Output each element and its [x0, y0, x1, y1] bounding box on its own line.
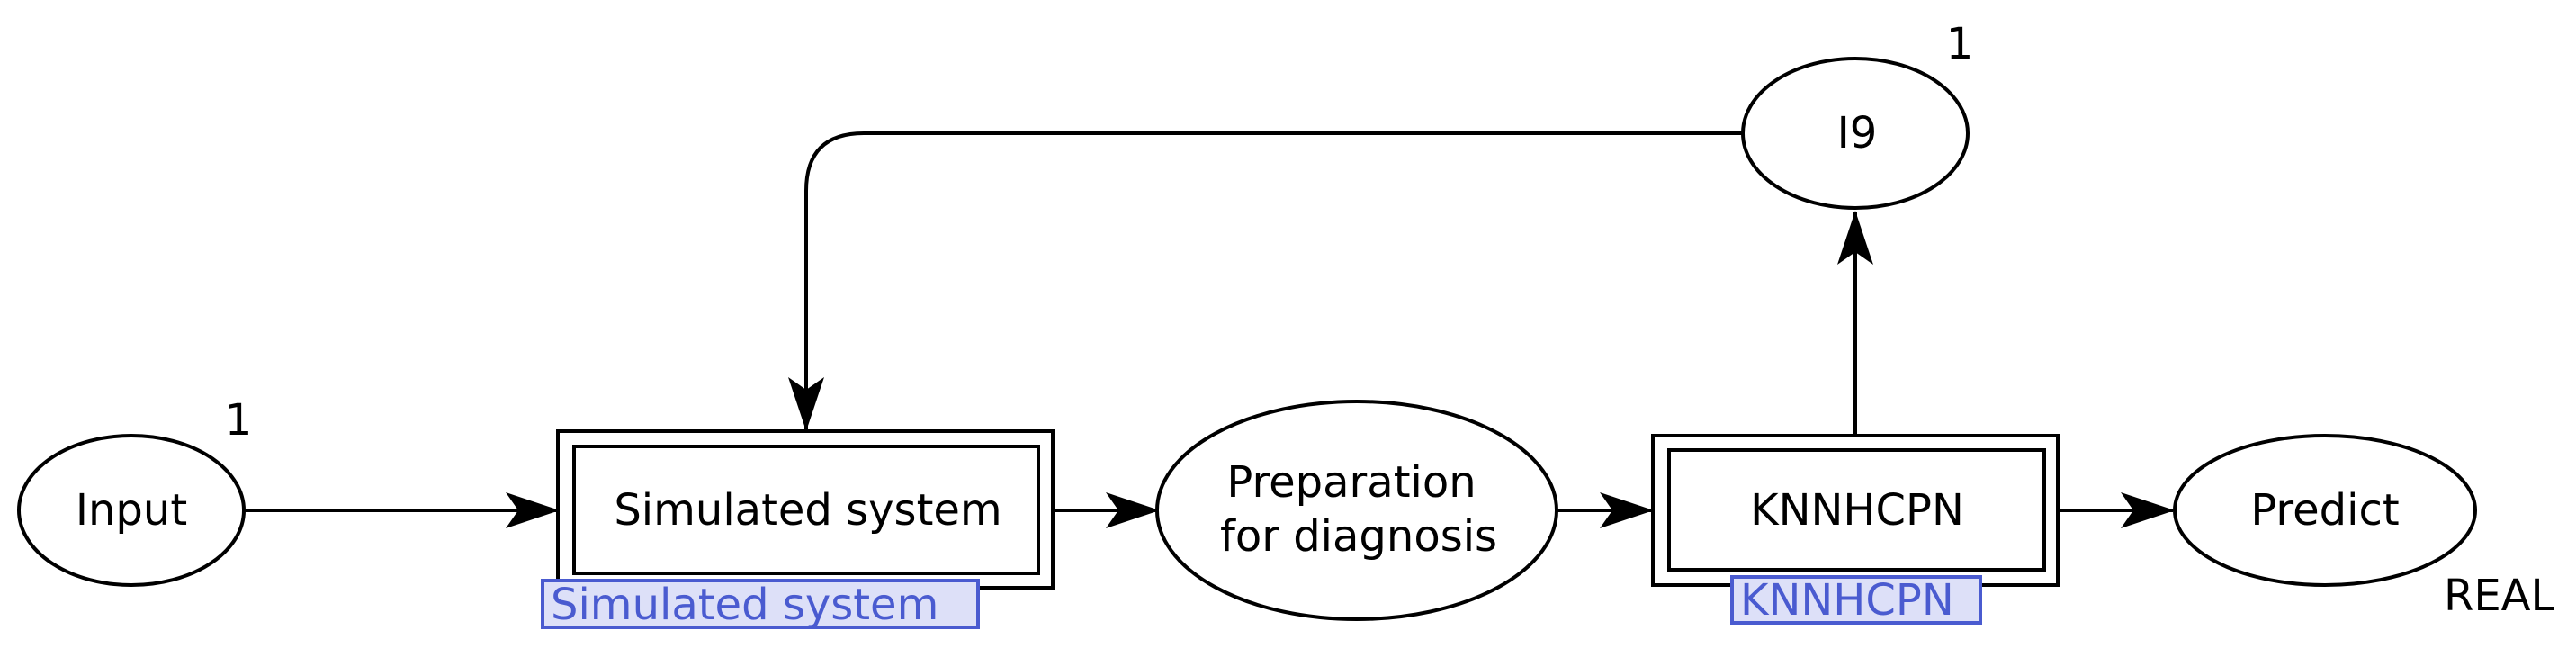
- transition-simulated-system-inner: [572, 445, 1040, 575]
- subpage-tag-simulated-system-label: Simulated system: [551, 580, 938, 630]
- place-input[interactable]: Input: [17, 434, 246, 587]
- transition-simulated-system-label: Simulated system: [614, 485, 1001, 536]
- place-preparation-label-line2: for diagnosis: [1220, 511, 1497, 562]
- place-i9-marking: 1: [1946, 19, 1974, 69]
- place-predict-colorset: REAL: [2444, 571, 2555, 621]
- transition-knnhcpn-inner: [1667, 448, 2046, 572]
- place-i9-shape: [1741, 57, 1970, 210]
- place-preparation-label-line1: Preparation: [1226, 457, 1476, 508]
- arc-i9-to-simulated-system: [788, 131, 1743, 431]
- place-preparation-shape: [1155, 400, 1558, 621]
- subpage-tag-simulated-system[interactable]: Simulated system: [541, 579, 980, 630]
- subpage-tag-simulated-system-box: [541, 579, 980, 629]
- transition-knnhcpn-label: KNNHCPN: [1750, 485, 1964, 536]
- place-i9-label: I9: [1837, 108, 1878, 158]
- place-predict[interactable]: Predict: [2173, 434, 2477, 587]
- place-predict-label: Predict: [2250, 485, 2399, 536]
- place-input-label: Input: [76, 485, 187, 536]
- place-preparation-for-diagnosis[interactable]: Preparation for diagnosis: [1155, 400, 1558, 621]
- subpage-tag-knnhcpn[interactable]: KNNHCPN: [1730, 575, 1982, 626]
- place-input-marking: 1: [225, 395, 253, 446]
- place-input-shape: [17, 434, 246, 587]
- subpage-tag-knnhcpn-label: KNNHCPN: [1740, 575, 1954, 626]
- place-i9[interactable]: I9: [1741, 57, 1970, 210]
- place-predict-shape: [2173, 434, 2477, 587]
- transition-knnhcpn[interactable]: KNNHCPN: [1651, 434, 2060, 587]
- transition-simulated-system[interactable]: Simulated system: [556, 429, 1055, 590]
- subpage-tag-knnhcpn-box: [1730, 575, 1982, 625]
